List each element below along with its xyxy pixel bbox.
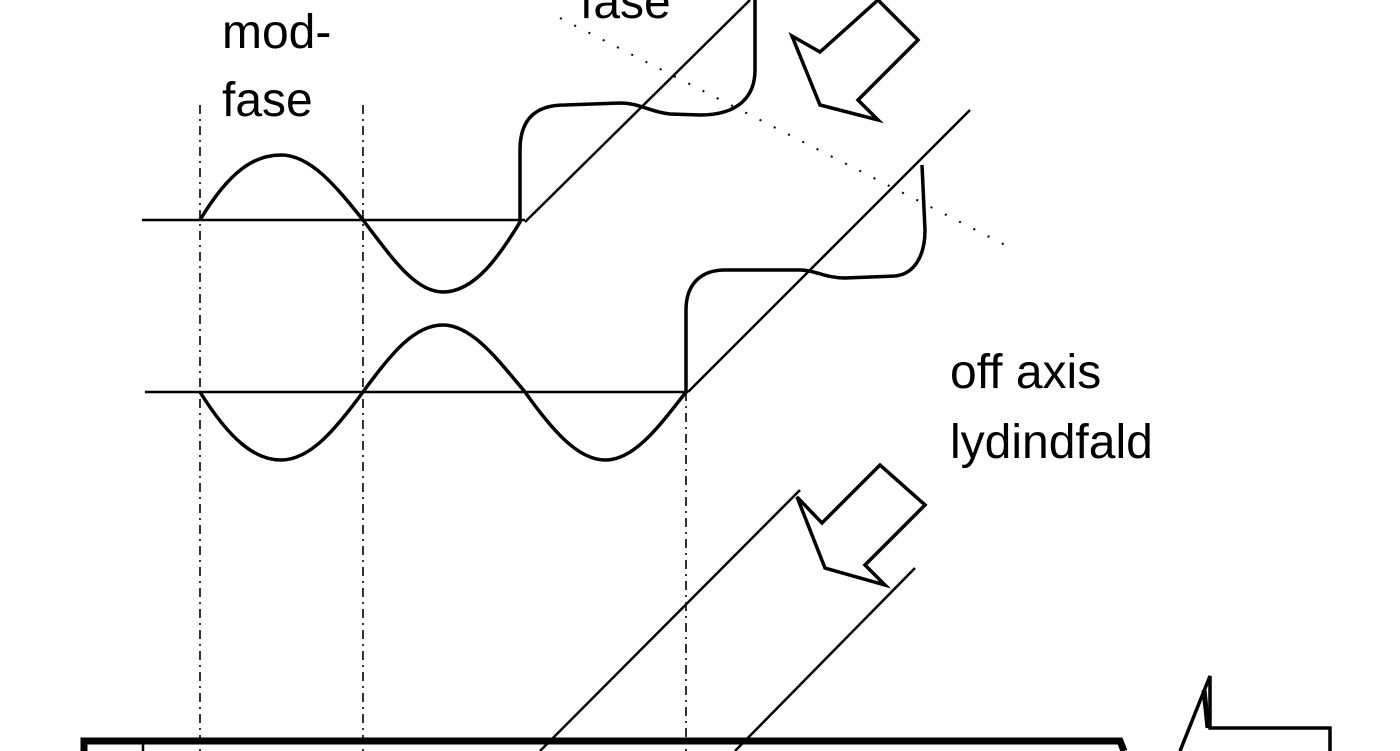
label-top-fase: fase	[580, 0, 671, 29]
wavefront-line-3	[539, 489, 801, 751]
sine-wave-1	[198, 0, 757, 294]
label-off-axis: off axis	[950, 346, 1101, 399]
arrow-icon-1	[788, 0, 921, 124]
sine-wave-2	[198, 164, 927, 462]
label-mod-fase: fase	[222, 74, 313, 127]
label-mod: mod-	[222, 6, 331, 59]
arrow-icon-2	[795, 462, 928, 589]
arrow-3-edge	[1201, 689, 1211, 729]
label-lydindfald: lydindfald	[950, 416, 1153, 469]
wavefront-line-2	[687, 109, 971, 393]
wavefront-line-4	[734, 567, 916, 751]
wavefront-line-1	[524, 0, 751, 223]
arrow-icon-3	[1178, 675, 1332, 751]
bottom-box	[80, 737, 1128, 751]
